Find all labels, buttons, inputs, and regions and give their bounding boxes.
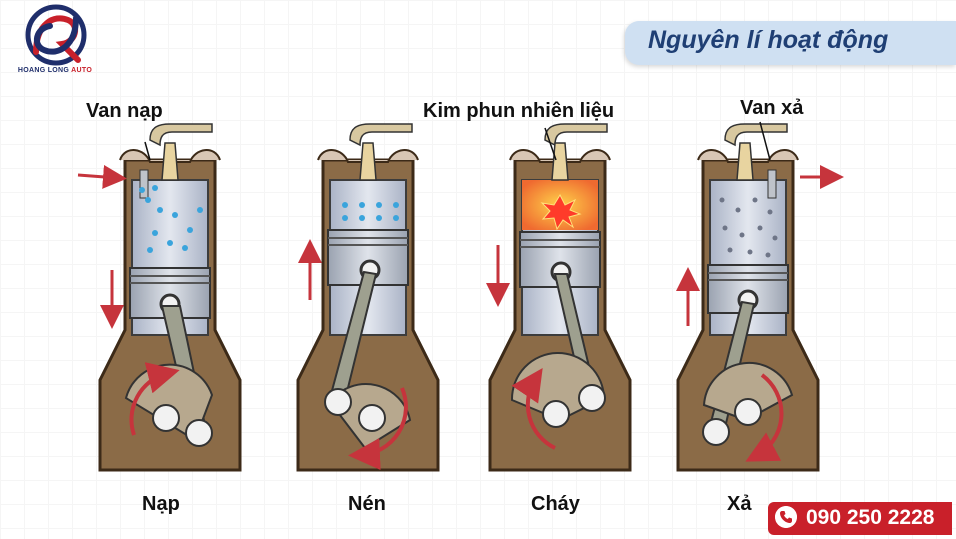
- stroke-combustion: [486, 123, 632, 472]
- rotation-arrow: [348, 387, 408, 471]
- stroke-label-compression: Nén: [348, 493, 386, 515]
- stroke-label-exhaust: Xả: [727, 493, 752, 515]
- logo-text: HOANG LONG AUTO: [0, 67, 110, 74]
- spark-icon: [540, 193, 582, 231]
- label-intake-valve: Van nạp: [86, 100, 163, 122]
- label-exhaust-valve: Van xả: [740, 97, 804, 119]
- stroke-exhaust: [676, 121, 844, 472]
- injector: [736, 142, 754, 181]
- crank-pin: [702, 418, 730, 446]
- piston: [327, 229, 409, 286]
- phone-icon: [775, 506, 797, 528]
- logo-text-main: HOANG LONG: [17, 67, 70, 74]
- crank-counterweight: [702, 362, 794, 422]
- rotation-arrow: [511, 368, 556, 450]
- stroke-label-combustion: Cháy: [531, 493, 580, 515]
- intake-valve: [139, 169, 149, 199]
- phone-number[interactable]: 090 250 2228: [806, 506, 935, 529]
- label-injector: Kim phun nhiên liệu: [423, 100, 615, 122]
- rotation-arrow: [129, 362, 180, 436]
- intake-flow-arrow: [77, 164, 127, 189]
- exhaust-valve: [767, 169, 777, 199]
- rotation-arrow: [745, 373, 784, 462]
- stroke-label-intake: Nạp: [142, 493, 180, 515]
- logo-text-accent: AUTO: [71, 67, 93, 74]
- crank-pin: [324, 388, 352, 416]
- crank-pin: [185, 419, 213, 447]
- injector: [359, 142, 377, 181]
- stroke-compression: [296, 123, 440, 472]
- page-title: Nguyên lí hoạt động: [648, 26, 889, 54]
- logo-icon: [25, 4, 87, 66]
- injector: [551, 142, 569, 181]
- stroke-intake: [77, 123, 242, 472]
- phone-badge[interactable]: [768, 502, 952, 535]
- title-badge: [625, 21, 956, 65]
- injector: [161, 142, 179, 181]
- crank-pin: [578, 384, 606, 412]
